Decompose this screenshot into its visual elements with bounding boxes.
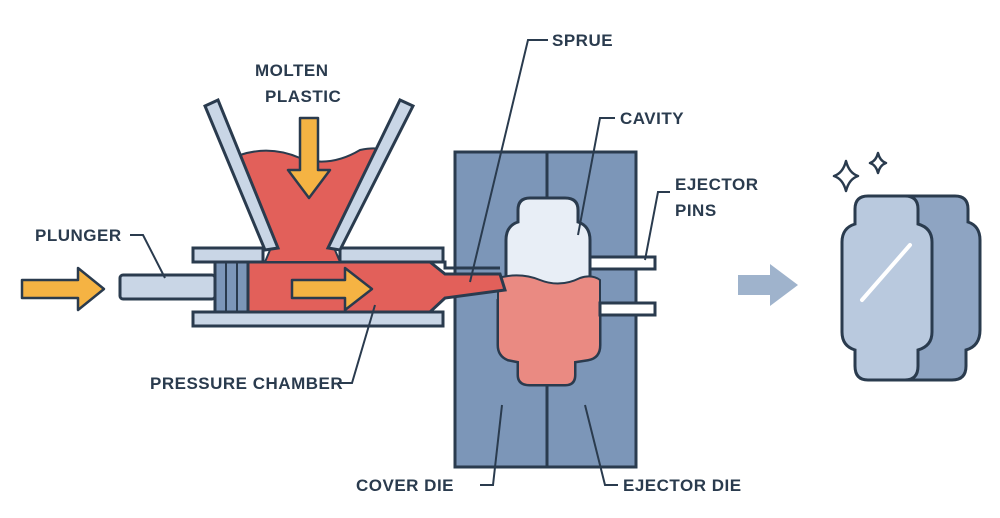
hopper-left-wall bbox=[203, 97, 281, 252]
label-ejector-line2: PINS bbox=[675, 201, 717, 220]
label-molten-line2: PLASTIC bbox=[265, 87, 341, 106]
leader-plunger bbox=[130, 234, 166, 279]
flow-arrow-icon bbox=[290, 266, 374, 312]
leader-ejector-die bbox=[584, 404, 618, 486]
chamber-bottom-wall bbox=[191, 310, 445, 328]
plunger-rod bbox=[118, 273, 217, 301]
label-molten-line1: MOLTEN bbox=[255, 61, 329, 80]
chamber-top-wall-right bbox=[338, 246, 445, 264]
hopper-right-wall bbox=[325, 98, 416, 252]
plunger bbox=[118, 260, 250, 314]
leader-sprue bbox=[469, 39, 548, 283]
plunger-head bbox=[213, 260, 250, 314]
leader-cavity bbox=[577, 117, 615, 236]
output-arrow-icon bbox=[738, 264, 798, 306]
hopper bbox=[203, 97, 416, 263]
part-highlight bbox=[860, 243, 912, 302]
label-ejector-die: EJECTOR DIE bbox=[623, 476, 742, 495]
part-front-face bbox=[840, 194, 934, 382]
ejector-pins bbox=[588, 255, 657, 317]
sparkle-small-icon bbox=[868, 151, 888, 175]
leader-lines bbox=[130, 39, 670, 486]
finished-part bbox=[840, 194, 982, 382]
label-sprue: SPRUE bbox=[552, 31, 613, 50]
input-arrow-icon bbox=[20, 266, 106, 312]
ejector-pin-bottom bbox=[598, 301, 657, 317]
label-cavity: CAVITY bbox=[620, 109, 684, 128]
chamber-top-wall bbox=[191, 246, 265, 264]
leader-cover-die bbox=[480, 404, 503, 486]
cavity-molten-fill bbox=[497, 274, 601, 386]
pressure-chamber bbox=[191, 246, 507, 328]
leader-pressure-chamber bbox=[338, 304, 376, 384]
molten-down-arrow-icon bbox=[286, 116, 332, 200]
label-pressure-chamber: PRESSURE CHAMBER bbox=[150, 374, 343, 393]
label-cover-die: COVER DIE bbox=[356, 476, 454, 495]
ejector-pin-top bbox=[588, 255, 657, 271]
label-ejector-line1: EJECTOR bbox=[675, 175, 759, 194]
leader-ejector-pins bbox=[644, 191, 670, 261]
label-plunger: PLUNGER bbox=[35, 226, 122, 245]
chamber-molten bbox=[246, 260, 507, 314]
sparkle-icon bbox=[832, 159, 860, 193]
